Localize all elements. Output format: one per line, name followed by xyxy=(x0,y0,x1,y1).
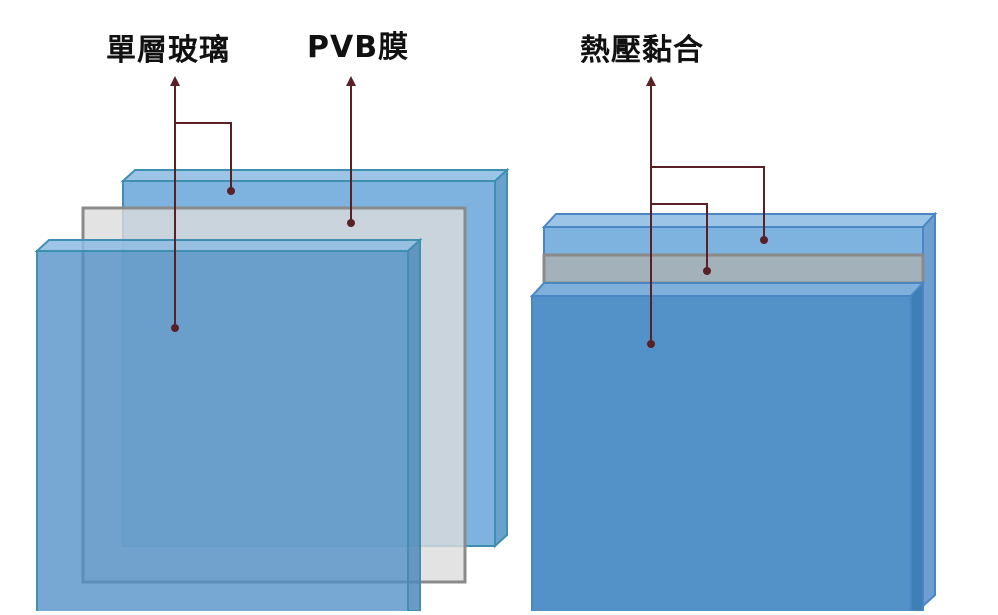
heat-press-dot-front xyxy=(647,340,655,348)
front-glass-pane xyxy=(34,237,423,615)
single-glass-dot-front xyxy=(171,324,179,332)
heat-press-dot-pvb xyxy=(703,267,711,275)
pvb-film-label: PVB膜 xyxy=(307,30,410,65)
single-glass-label: 單層玻璃 xyxy=(106,33,230,68)
heat-press-arrowhead xyxy=(646,76,656,86)
heat-press-leader xyxy=(650,84,765,344)
heat-press-dot-back xyxy=(760,236,768,244)
heat-press-label: 熱壓黏合 xyxy=(580,33,704,68)
single-glass-arrowhead xyxy=(170,76,180,86)
single-glass-dot-back xyxy=(227,187,235,195)
pvb-arrowhead xyxy=(346,76,356,86)
laminated-stack xyxy=(529,211,938,615)
pvb-dot xyxy=(347,219,355,227)
single-glass-leader xyxy=(174,84,232,328)
